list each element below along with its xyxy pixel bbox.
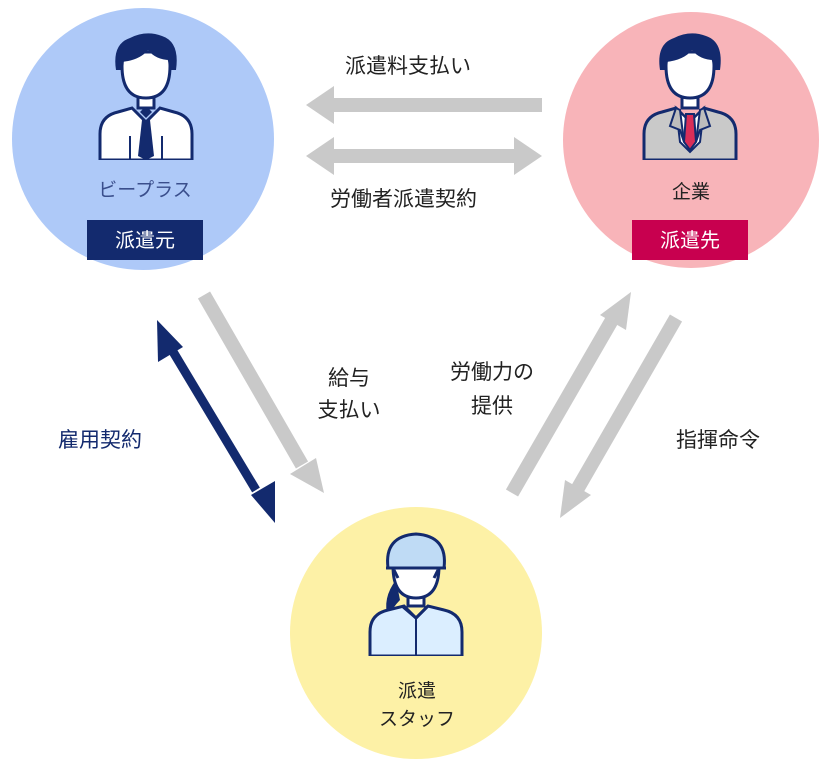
client-name: 企業 — [671, 181, 711, 203]
labor-label-line2: 提供 — [471, 394, 513, 418]
fee-payment-label: 派遣料支払い — [345, 54, 471, 78]
bplus-badge: 派遣元 — [87, 220, 203, 260]
labor-provision-arrow — [505, 292, 631, 497]
salary-payment-arrow — [197, 291, 324, 493]
instruction-label: 指揮命令 — [676, 428, 760, 452]
labor-label-line1: 労働力の — [450, 360, 534, 384]
salary-label-line1: 給与 — [328, 366, 370, 390]
worker-cap-icon — [368, 532, 464, 656]
employment-contract-arrow — [157, 320, 275, 523]
dispatch-contract-arrow — [306, 137, 542, 175]
dispatch-contract-label: 労働者派遣契約 — [330, 187, 477, 211]
instruction-arrow — [560, 314, 683, 518]
businessman-suit-icon — [642, 33, 738, 160]
fee-payment-arrow — [306, 86, 542, 124]
bplus-name: ビープラス — [98, 179, 192, 201]
staff-name-line1: 派遣 — [397, 680, 437, 702]
client-badge: 派遣先 — [632, 220, 748, 260]
staff-name-line2: スタッフ — [378, 708, 456, 730]
businessman-blue-icon — [98, 33, 194, 160]
salary-label-line2: 支払い — [317, 398, 381, 422]
employment-label: 雇用契約 — [58, 428, 142, 452]
